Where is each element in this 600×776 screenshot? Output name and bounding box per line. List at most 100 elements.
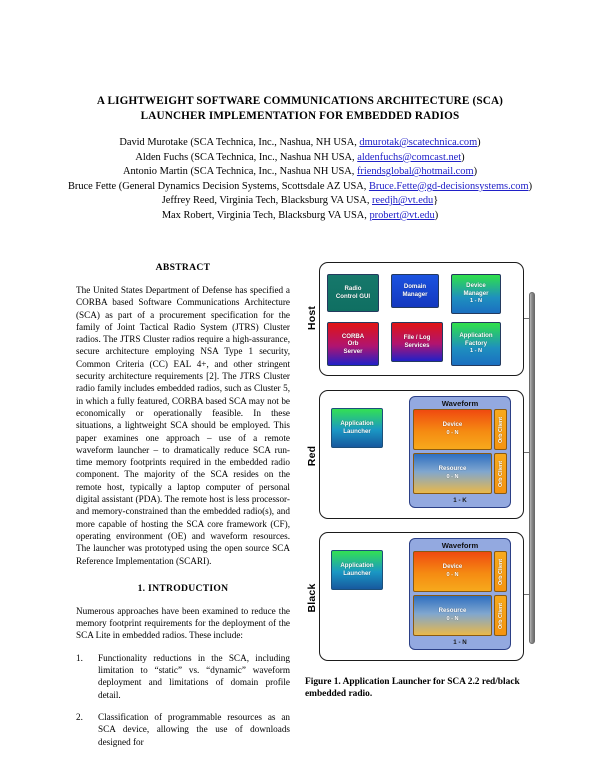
box-multiplicity: 0 - N — [446, 572, 459, 578]
black-waveform-container: Waveform Device 0 - N Orb Client Resourc… — [409, 538, 511, 650]
waveform-device-orb-client: Orb Client — [494, 409, 507, 450]
author-email-link[interactable]: reedjh@vt.edu — [372, 195, 434, 207]
list-item-text: Classification of programmable resources… — [98, 711, 290, 747]
orb-client-label: Orb Client — [497, 558, 504, 585]
box-multiplicity: 0 - N — [446, 430, 459, 436]
red-waveform-container: Waveform Device 0 - N Orb Client Resourc… — [409, 396, 511, 508]
waveform-row-device: Device 0 - N Orb Client — [413, 409, 507, 450]
author-affiliation-text: Antonio Martin (SCA Technica, Inc., Nash… — [122, 166, 357, 178]
author-line: David Murotake (SCA Technica, Inc., Nash… — [55, 136, 545, 151]
host-box-device-manager: Device Manager 1 - N — [451, 274, 501, 314]
list-item-number: 1. — [76, 652, 83, 663]
waveform-row-device: Device 0 - N Orb Client — [413, 551, 507, 592]
author-line: Jeffrey Reed, Virginia Tech, Blacksburg … — [55, 194, 545, 209]
list-item: 1. Functionality reductions in the SCA, … — [76, 652, 290, 701]
author-email-link[interactable]: probert@vt.edu — [369, 209, 435, 221]
host-box-domain-manager: Domain Manager — [391, 274, 439, 308]
black-application-launcher: Application Launcher — [331, 550, 383, 590]
author-affiliation-text: Alden Fuchs (SCA Technica, Inc., Nashua … — [135, 151, 358, 163]
host-box-application-factory: Application Factory 1 - N — [451, 322, 501, 366]
box-line: Device — [466, 282, 486, 290]
list-item-text: Functionality reductions in the SCA, inc… — [98, 652, 290, 700]
waveform-multiplicity: 1 - N — [453, 639, 467, 646]
box-line: Application — [459, 332, 493, 340]
abstract-paragraph: The United States Department of Defense … — [76, 285, 290, 566]
box-line: Control GUI — [335, 293, 371, 300]
introduction-list: 1. Functionality reductions in the SCA, … — [76, 652, 290, 748]
box-multiplicity: 0 - N — [446, 616, 459, 622]
host-box-radio-control-gui: Radio Control GUI — [327, 274, 379, 312]
author-affiliation-text: Jeffrey Reed, Virginia Tech, Blacksburg … — [161, 195, 373, 207]
box-line: Server — [343, 347, 363, 355]
list-item: 2. Classification of programmable resour… — [76, 711, 290, 748]
introduction-heading: 1. INTRODUCTION — [137, 582, 229, 594]
orb-client-label: Orb Client — [497, 416, 504, 443]
box-line: Launcher — [343, 570, 371, 577]
box-line: Manager — [402, 291, 428, 298]
box-line: File / Log — [403, 334, 431, 342]
author-suffix: ) — [434, 209, 439, 221]
waveform-device-box: Device 0 - N — [413, 409, 492, 450]
box-line: Factory — [464, 339, 487, 347]
red-section-label: Red — [306, 445, 318, 467]
black-section-label: Black — [306, 583, 318, 613]
author-line: Bruce Fette (General Dynamics Decision S… — [55, 180, 545, 195]
page-title: A LIGHTWEIGHT SOFTWARE COMMUNICATIONS AR… — [60, 94, 540, 123]
box-line: Device — [442, 421, 463, 429]
left-column: ABSTRACT The United States Department of… — [76, 262, 290, 758]
box-line: Application — [340, 420, 374, 428]
author-email-link[interactable]: Bruce.Fette@gd-decisionsystems.com — [368, 180, 529, 192]
author-email-link[interactable]: friendsglobal@hotmail.com — [356, 166, 474, 178]
abstract-heading: ABSTRACT — [155, 262, 211, 273]
box-line: Services — [404, 342, 430, 349]
red-application-launcher: Application Launcher — [331, 408, 383, 448]
author-suffix: ) — [528, 180, 533, 192]
box-line: Launcher — [343, 428, 371, 435]
box-line: Resource — [438, 465, 467, 473]
title-line-2: LAUNCHER IMPLEMENTATION FOR EMBEDDED RAD… — [140, 109, 460, 122]
box-multiplicity: 0 - N — [446, 474, 459, 480]
waveform-row-resource: Resource 0 - N Orb Client — [413, 453, 507, 494]
architecture-diagram: Host Radio Control GUI Domain Manager De… — [305, 262, 540, 662]
host-box-corba-orb-server: CORBA Orb Server — [327, 322, 379, 366]
figure-caption: Figure 1. Application Launcher for SCA 2… — [305, 677, 520, 700]
box-line: CORBA — [341, 332, 365, 340]
orb-client-label: Orb Client — [497, 460, 504, 487]
box-line: Orb — [347, 340, 359, 348]
box-line: Manager — [463, 289, 489, 297]
box-line: Resource — [438, 607, 467, 615]
author-email-link[interactable]: dmurotak@scatechnica.com — [359, 137, 478, 148]
box-multiplicity: 1 - N — [469, 298, 483, 305]
list-item-number: 2. — [76, 711, 83, 722]
author-line: Alden Fuchs (SCA Technica, Inc., Nashua … — [55, 151, 545, 166]
author-affiliation-text: Max Robert, Virginia Tech, Blacksburg VA… — [161, 209, 370, 221]
author-line: Antonio Martin (SCA Technica, Inc., Nash… — [55, 165, 545, 180]
waveform-resource-orb-client: Orb Client — [494, 595, 507, 636]
right-column: Host Radio Control GUI Domain Manager De… — [305, 262, 540, 662]
author-affiliation-text: Bruce Fette (General Dynamics Decision S… — [67, 180, 369, 192]
author-suffix: ) — [461, 151, 465, 163]
author-suffix: } — [433, 195, 439, 207]
box-line: Device — [442, 563, 463, 571]
waveform-device-orb-client: Orb Client — [494, 551, 507, 592]
author-suffix: ) — [477, 137, 481, 148]
box-line: Domain — [403, 283, 427, 291]
box-multiplicity: 1 - N — [469, 348, 483, 355]
box-line: Application — [340, 562, 374, 570]
author-suffix: ) — [473, 166, 478, 178]
author-affiliation-text: David Murotake (SCA Technica, Inc., Nash… — [119, 137, 360, 148]
title-line-1: A LIGHTWEIGHT SOFTWARE COMMUNICATIONS AR… — [96, 95, 504, 107]
waveform-resource-box: Resource 0 - N — [413, 595, 492, 636]
box-line: Radio — [344, 285, 362, 293]
waveform-title: Waveform — [441, 399, 479, 408]
author-email-link[interactable]: aldenfuchs@comcast.net — [357, 151, 462, 163]
waveform-multiplicity: 1 - K — [453, 497, 467, 504]
author-list: David Murotake (SCA Technica, Inc., Nash… — [55, 136, 545, 224]
waveform-resource-box: Resource 0 - N — [413, 453, 492, 494]
waveform-resource-orb-client: Orb Client — [494, 453, 507, 494]
host-box-file-log-services: File / Log Services — [391, 322, 443, 362]
orb-client-label: Orb Client — [497, 602, 504, 629]
host-section-label: Host — [306, 305, 318, 331]
corba-bus-bar — [529, 292, 535, 644]
introduction-paragraph: Numerous approaches have been examined t… — [76, 605, 290, 641]
